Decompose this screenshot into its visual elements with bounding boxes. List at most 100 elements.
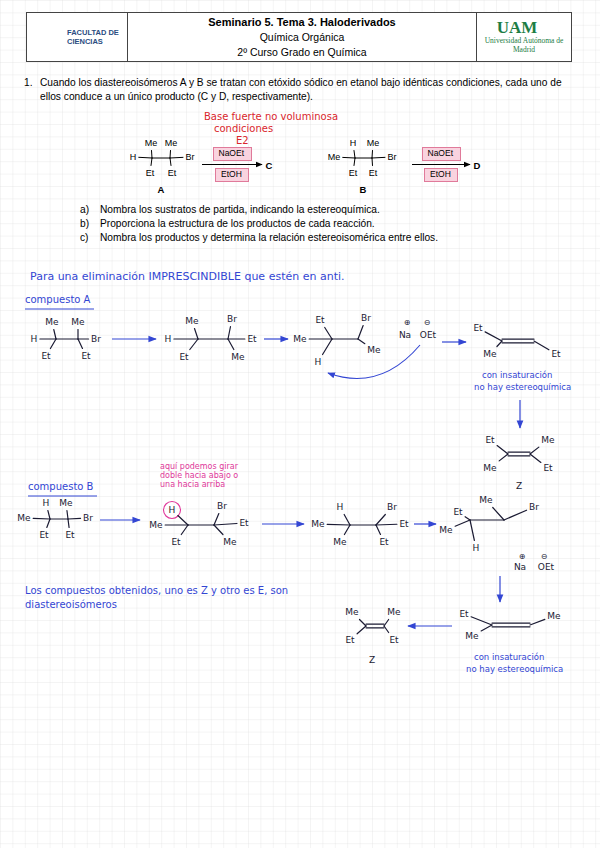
hand-arrow (519, 400, 520, 428)
bond-line (151, 151, 153, 159)
node-text: EtOH (221, 170, 243, 180)
reagent-box: NaOEt (422, 147, 461, 161)
bond-line (455, 520, 470, 526)
question-text: b) (80, 217, 89, 231)
atom-label: Et (543, 463, 552, 473)
bond-line (309, 338, 332, 339)
atom-label: Br (529, 502, 539, 512)
bond-line (504, 510, 527, 520)
bond-line (56, 338, 78, 339)
node-text: 2º Curso Grado en Química (237, 45, 366, 60)
node-text: EtOH (430, 170, 452, 180)
atom-label: Et (399, 519, 408, 529)
reagent-box: NaOEt (213, 147, 252, 161)
atom-label: H (165, 334, 172, 344)
bond-line (497, 341, 502, 347)
handwritten-note: E2 (236, 135, 249, 146)
bond-line (228, 327, 231, 340)
question-text: Nombra los sustratos de partida, indican… (100, 203, 380, 217)
atom-label: H (43, 498, 50, 508)
hand-arrow (100, 519, 140, 520)
atom-label: H (169, 505, 176, 515)
bond-line (354, 158, 355, 166)
bond-line (358, 339, 365, 344)
handwritten-note: Los compuestos obtenidos, uno es Z y otr… (25, 584, 335, 612)
bond-line (68, 518, 81, 520)
atom-label: OEt (420, 330, 436, 340)
node-text: Seminario 5. Tema 3. Haloderivados (208, 15, 395, 30)
atom-label: Me (71, 317, 84, 327)
atom-label: Et (39, 530, 48, 540)
bond-line (366, 627, 384, 628)
atom-label: Br (91, 334, 101, 344)
handwritten-note: aquí podemos girar doble hacia abajo o u… (160, 462, 252, 489)
bond-line (357, 626, 366, 634)
atom-label: OEt (538, 562, 554, 572)
atom-label: Et (168, 168, 177, 178)
bond-line (499, 454, 508, 461)
atom-label: H (350, 138, 357, 148)
bond-line (384, 620, 389, 627)
bond-line (502, 339, 534, 340)
bond-line (372, 158, 373, 166)
handwritten-note: Base fuerte no voluminosa (204, 111, 338, 122)
atom-label: Et (81, 351, 90, 361)
header-cell: Seminario 5. Tema 3. HaloderivadosQuímic… (127, 12, 477, 62)
charge-symbol: ⊕ (404, 318, 411, 327)
bond-line (48, 511, 50, 520)
bond-line (214, 514, 219, 526)
bond-line (214, 525, 223, 535)
atom-label: Et (379, 537, 388, 547)
node-text: NaOEt (428, 149, 455, 159)
atom-label: Br (83, 513, 93, 523)
atom-label: H (315, 357, 322, 367)
bond-line (534, 341, 549, 350)
atom-label: Me (345, 607, 358, 617)
bond-line (355, 158, 372, 159)
bond-line (323, 339, 332, 355)
atom-label: Et (349, 168, 358, 178)
reagent-box: EtOH (424, 168, 458, 182)
bond-line (181, 525, 188, 535)
bond-line (372, 157, 385, 159)
bond-line (350, 524, 376, 525)
compound-letter: B (360, 184, 367, 195)
atom-label: Me (483, 463, 496, 473)
atom-label: Me (59, 498, 72, 508)
atom-label: Z (369, 655, 375, 665)
question-text: Nombra los productos y determina la rela… (100, 231, 438, 245)
atom-label: Me (333, 537, 346, 547)
atom-label: Br (361, 313, 371, 323)
bond-line (152, 158, 170, 159)
atom-label: Me (547, 611, 560, 621)
atom-label: Na (514, 562, 526, 572)
hand-arrow (414, 523, 436, 524)
bond-line (376, 515, 385, 526)
bond-line (165, 524, 188, 525)
atom-label: Et (65, 530, 74, 540)
atom-label: Me (479, 495, 492, 505)
bond-line (195, 329, 199, 340)
bond-line (481, 625, 492, 631)
bond-line (54, 330, 56, 340)
charge-symbol: ⊕ (519, 552, 526, 561)
bond-line (358, 326, 363, 340)
handwritten-note: no hay estereoquímica (466, 664, 563, 674)
atom-label: H (31, 334, 38, 344)
bond-line (465, 517, 470, 520)
bond-line (198, 338, 228, 339)
atom-label: Me (367, 345, 380, 355)
bond-line (376, 525, 380, 535)
bond-line (228, 339, 234, 350)
atom-label: Br (227, 314, 237, 324)
atom-label: Et (459, 609, 468, 619)
bond-line (214, 523, 237, 525)
handwritten-note: condiciones (214, 123, 273, 134)
bond-line (384, 626, 389, 633)
atom-label: Me (293, 334, 306, 344)
reaction-arrow (202, 164, 262, 165)
atom-label: Et (239, 518, 248, 528)
handwritten-note: con insaturación (482, 370, 552, 380)
